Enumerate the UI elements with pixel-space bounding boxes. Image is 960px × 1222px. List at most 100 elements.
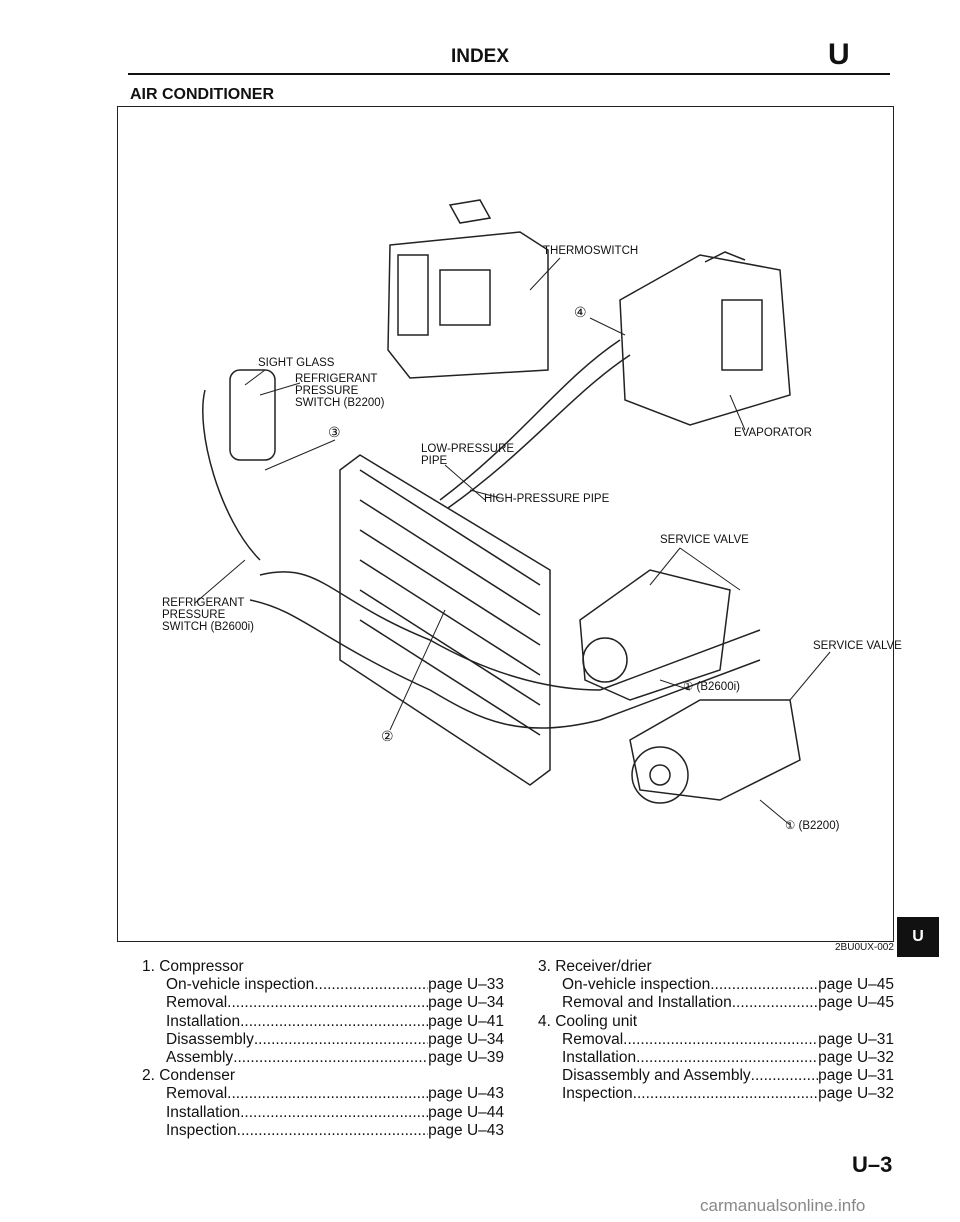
label-refrigerant-switch-b2600i: REFRIGERANT PRESSURE SWITCH (B2600i) <box>162 597 254 633</box>
entry-label: Assembly <box>166 1049 234 1067</box>
entry-label: Installation <box>562 1049 637 1067</box>
index-heading: 1. Compressor <box>142 958 244 975</box>
label-line: PIPE <box>421 455 448 467</box>
index-entry: Inspection page U–43 <box>142 1122 504 1140</box>
index-entry: Inspection page U–32 <box>538 1085 894 1103</box>
compressor-b2600i-drawing <box>579 569 731 701</box>
label-line: SWITCH (B2200) <box>295 397 385 409</box>
label-service-valve: SERVICE VALVE <box>813 640 902 652</box>
label-low-pressure-pipe: LOW-PRESSURE PIPE <box>421 443 514 467</box>
entry-page: page U–39 <box>428 1049 504 1067</box>
index-entry: On-vehicle inspection page U–45 <box>538 976 894 994</box>
entry-page: page U–43 <box>428 1085 504 1103</box>
entry-page: page U–33 <box>428 976 504 994</box>
entry-page: page U–31 <box>818 1067 894 1085</box>
label-line: REFRIGERANT <box>295 373 378 385</box>
dot-leader <box>227 1085 428 1103</box>
callout-3: ③ <box>328 424 341 440</box>
leader-lines <box>194 257 831 826</box>
index-heading: 2. Condenser <box>142 1067 236 1085</box>
label-compressor-b2600i: ① (B2600i) <box>683 681 740 693</box>
figure-code: 2BU0UX-002 <box>835 942 894 953</box>
callout-4: ④ <box>574 304 587 320</box>
label-compressor-b2200: ① (B2200) <box>785 820 840 832</box>
condenser-drawing <box>339 454 551 786</box>
label-thermoswitch: THERMOSWITCH <box>543 245 639 257</box>
entry-page: page U–32 <box>818 1049 894 1067</box>
section-letter: U <box>828 38 850 71</box>
entry-label: Inspection <box>562 1085 633 1103</box>
entry-label: Installation <box>166 1103 241 1121</box>
entry-label: Removal and Installation <box>562 994 732 1012</box>
index-entry: Removal page U–43 <box>142 1085 504 1103</box>
index-entry: Disassembly and Assembly page U–31 <box>538 1067 894 1085</box>
entry-page: page U–43 <box>428 1121 504 1139</box>
entry-page: page U–31 <box>818 1030 894 1048</box>
page-header-title: INDEX <box>450 46 510 67</box>
index-entry: Removal page U–31 <box>538 1031 894 1049</box>
evaporator-drawing <box>619 251 791 426</box>
entry-label: On-vehicle inspection <box>166 976 315 994</box>
watermark: carmanualsonline.info <box>700 1196 866 1215</box>
entry-page: page U–41 <box>428 1012 504 1030</box>
label-refrigerant-switch-b2200: REFRIGERANT PRESSURE SWITCH (B2200) <box>295 373 384 409</box>
label-line: PRESSURE <box>295 385 359 397</box>
dot-leader <box>240 1013 428 1031</box>
label-line: PRESSURE <box>162 609 226 621</box>
entry-label: Installation <box>166 1012 241 1030</box>
label-line: REFRIGERANT <box>162 597 245 609</box>
entry-label: Inspection <box>166 1121 237 1139</box>
index-entry: Installation page U–41 <box>142 1013 504 1031</box>
entry-label: Disassembly <box>166 1030 254 1048</box>
index-heading: 3. Receiver/drier <box>538 958 652 975</box>
index-heading: 4. Cooling unit <box>538 1012 638 1030</box>
entry-page: page U–32 <box>818 1085 894 1103</box>
index-entry: Removal page U–34 <box>142 994 504 1012</box>
index-entry: Removal and Installation page U–45 <box>538 994 894 1012</box>
entry-page: page U–45 <box>818 976 894 994</box>
callout-2: ② <box>381 728 394 744</box>
diagram-frame <box>117 106 894 942</box>
dot-leader <box>314 976 428 994</box>
label-evaporator: EVAPORATOR <box>734 427 812 439</box>
entry-label: Removal <box>166 1085 228 1103</box>
entry-label: Removal <box>166 994 228 1012</box>
entry-page: page U–45 <box>818 994 894 1012</box>
dot-leader <box>633 1085 818 1103</box>
entry-page: page U–34 <box>428 994 504 1012</box>
dot-leader <box>227 994 428 1012</box>
section-title: AIR CONDITIONER <box>130 86 274 103</box>
entry-page: page U–44 <box>428 1103 504 1121</box>
header-rule <box>128 73 890 75</box>
entry-page: page U–34 <box>428 1030 504 1048</box>
section-tab: U <box>897 917 939 957</box>
entry-label: On-vehicle inspection <box>562 976 711 994</box>
label-high-pressure-pipe: HIGH-PRESSURE PIPE <box>484 493 610 505</box>
dot-leader <box>751 1067 818 1085</box>
entry-label: Removal <box>562 1030 624 1048</box>
dot-leader <box>636 1049 818 1067</box>
index-entry: On-vehicle inspection page U–33 <box>142 976 504 994</box>
refrigerant-pipes <box>249 339 761 729</box>
dot-leader <box>623 1031 818 1049</box>
page-number: U–3 <box>852 1152 893 1177</box>
index-entry: Disassembly page U–34 <box>142 1031 504 1049</box>
entry-label: Disassembly and Assembly <box>562 1067 751 1085</box>
receiver-drier-drawing <box>202 369 276 561</box>
dot-leader <box>233 1049 428 1067</box>
compressor-b2200-drawing <box>629 699 801 804</box>
dot-leader <box>732 994 818 1012</box>
dot-leader <box>710 976 818 994</box>
label-line: LOW-PRESSURE <box>421 443 515 455</box>
dot-leader <box>237 1122 428 1140</box>
dot-leader <box>240 1104 428 1122</box>
dot-leader <box>254 1031 428 1049</box>
index-entry: Installation page U–44 <box>142 1104 504 1122</box>
label-sight-glass: SIGHT GLASS <box>258 357 335 369</box>
label-service-valve: SERVICE VALVE <box>660 534 749 546</box>
cooling-unit-drawing <box>387 199 549 379</box>
index-entry: Installation page U–32 <box>538 1049 894 1067</box>
